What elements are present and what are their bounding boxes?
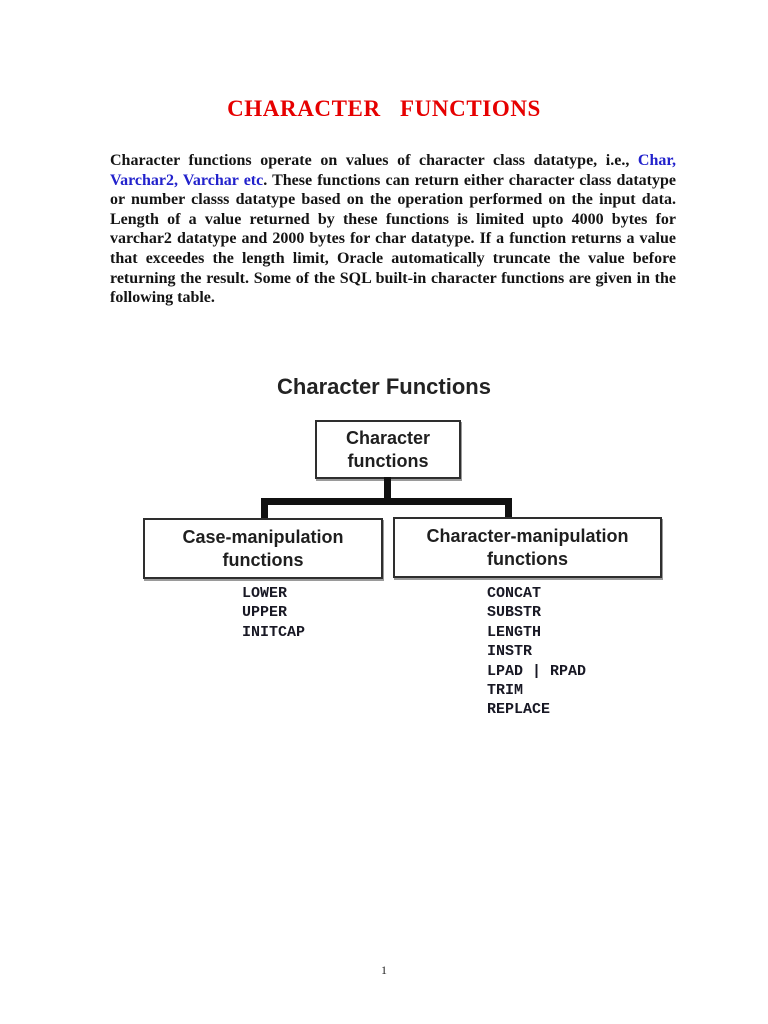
list-item: TRIM: [487, 681, 524, 699]
tree-connector-bar: [261, 498, 512, 505]
list-item: LENGTH: [487, 623, 542, 641]
page-number: 1: [381, 963, 387, 977]
intro-paragraph: Character functions operate on values of…: [110, 151, 676, 308]
paragraph-text-after: . These functions can return either char…: [110, 171, 676, 307]
character-functions-list: CONCAT SUBSTR LENGTH INSTR LPAD | RPAD T…: [487, 584, 586, 720]
paragraph-text-before: Character functions operate on values of…: [110, 152, 638, 169]
document-title: CHARACTER FUNCTIONS: [227, 96, 541, 121]
tree-connector-stem: [384, 477, 391, 503]
case-functions-list: LOWER UPPER INITCAP: [242, 584, 305, 642]
diagram-title: Character Functions: [277, 374, 491, 399]
tree-connector-right-drop: [505, 505, 512, 518]
tree-connector-left-drop: [261, 505, 268, 518]
list-item: UPPER: [242, 604, 288, 622]
list-item: INSTR: [487, 643, 533, 661]
list-item: INITCAP: [242, 623, 306, 641]
list-item: SUBSTR: [487, 604, 542, 622]
list-item: LPAD | RPAD: [487, 662, 587, 680]
list-item: LOWER: [242, 585, 288, 602]
datatype-link[interactable]: Char, Varchar2, Varchar etc: [110, 152, 676, 189]
root-node-box: Character functions: [315, 420, 461, 479]
character-manipulation-box: Character-manipulation functions: [393, 517, 662, 578]
list-item: REPLACE: [487, 701, 551, 719]
case-manipulation-box: Case-manipulation functions: [143, 518, 383, 579]
list-item: CONCAT: [487, 585, 542, 602]
